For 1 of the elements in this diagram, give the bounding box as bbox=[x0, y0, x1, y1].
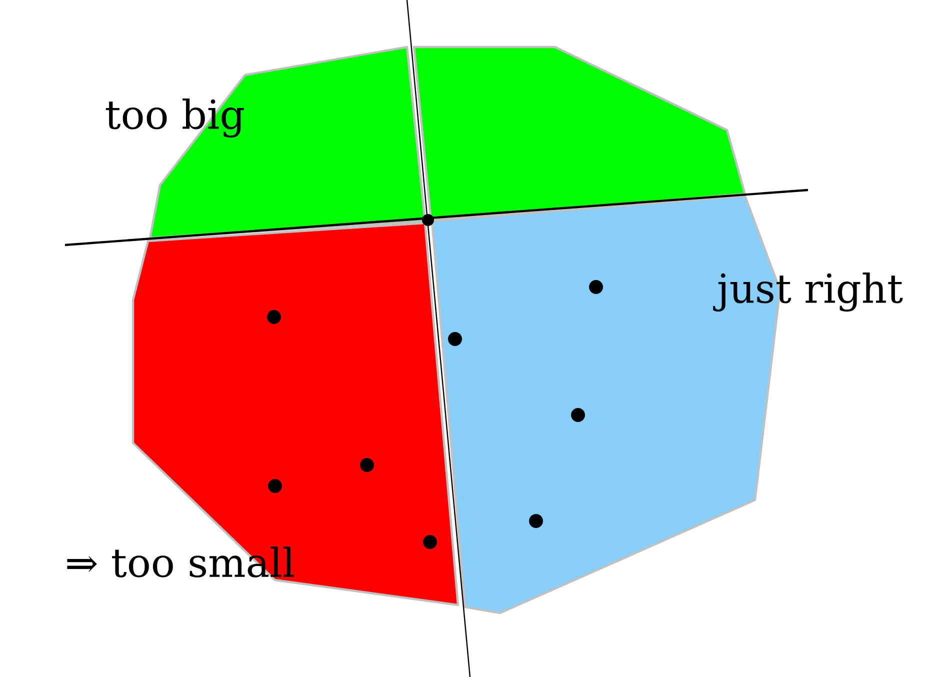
region-label: just right bbox=[713, 272, 903, 312]
